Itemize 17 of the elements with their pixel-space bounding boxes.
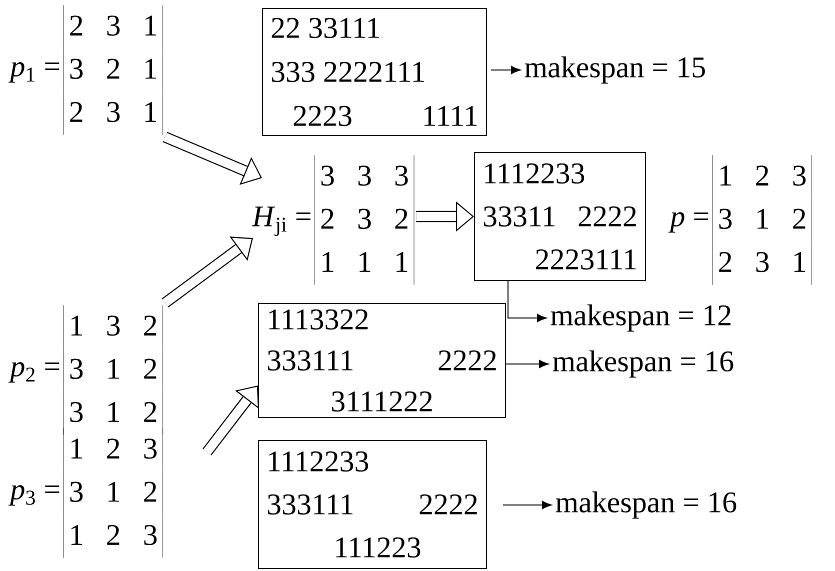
matrix: p = 1 2 3 3 1 2 2 3 1 <box>668 155 812 285</box>
hollow-arrow <box>162 236 253 308</box>
matrix: H$_{ji}$ = 3 3 3 2 3 2 1 1 1 <box>252 155 414 285</box>
result-text: makespan = 12 <box>550 304 730 332</box>
schedule-box: 1113322 333111 2222 3111222 <box>258 303 506 418</box>
result-text: makespan = 16 <box>552 350 734 378</box>
result-text: makespan = 16 <box>556 491 736 519</box>
arrow <box>490 66 521 74</box>
arrow <box>502 500 552 510</box>
arrow <box>506 360 549 368</box>
schedule-box: 1112233 33311 2222 2223111 <box>474 152 646 281</box>
schedule-box: 22 33111 333 2222111 2223 1111 <box>262 8 487 136</box>
matrix: p$_{1}$ = 2 3 1 3 2 1 2 3 1 <box>8 5 164 135</box>
schedule-box: 1112233 333111 2222 111223 <box>258 440 487 569</box>
result-text: makespan = 15 <box>524 56 705 84</box>
hollow-arrow <box>162 132 262 185</box>
arrow <box>508 280 547 322</box>
